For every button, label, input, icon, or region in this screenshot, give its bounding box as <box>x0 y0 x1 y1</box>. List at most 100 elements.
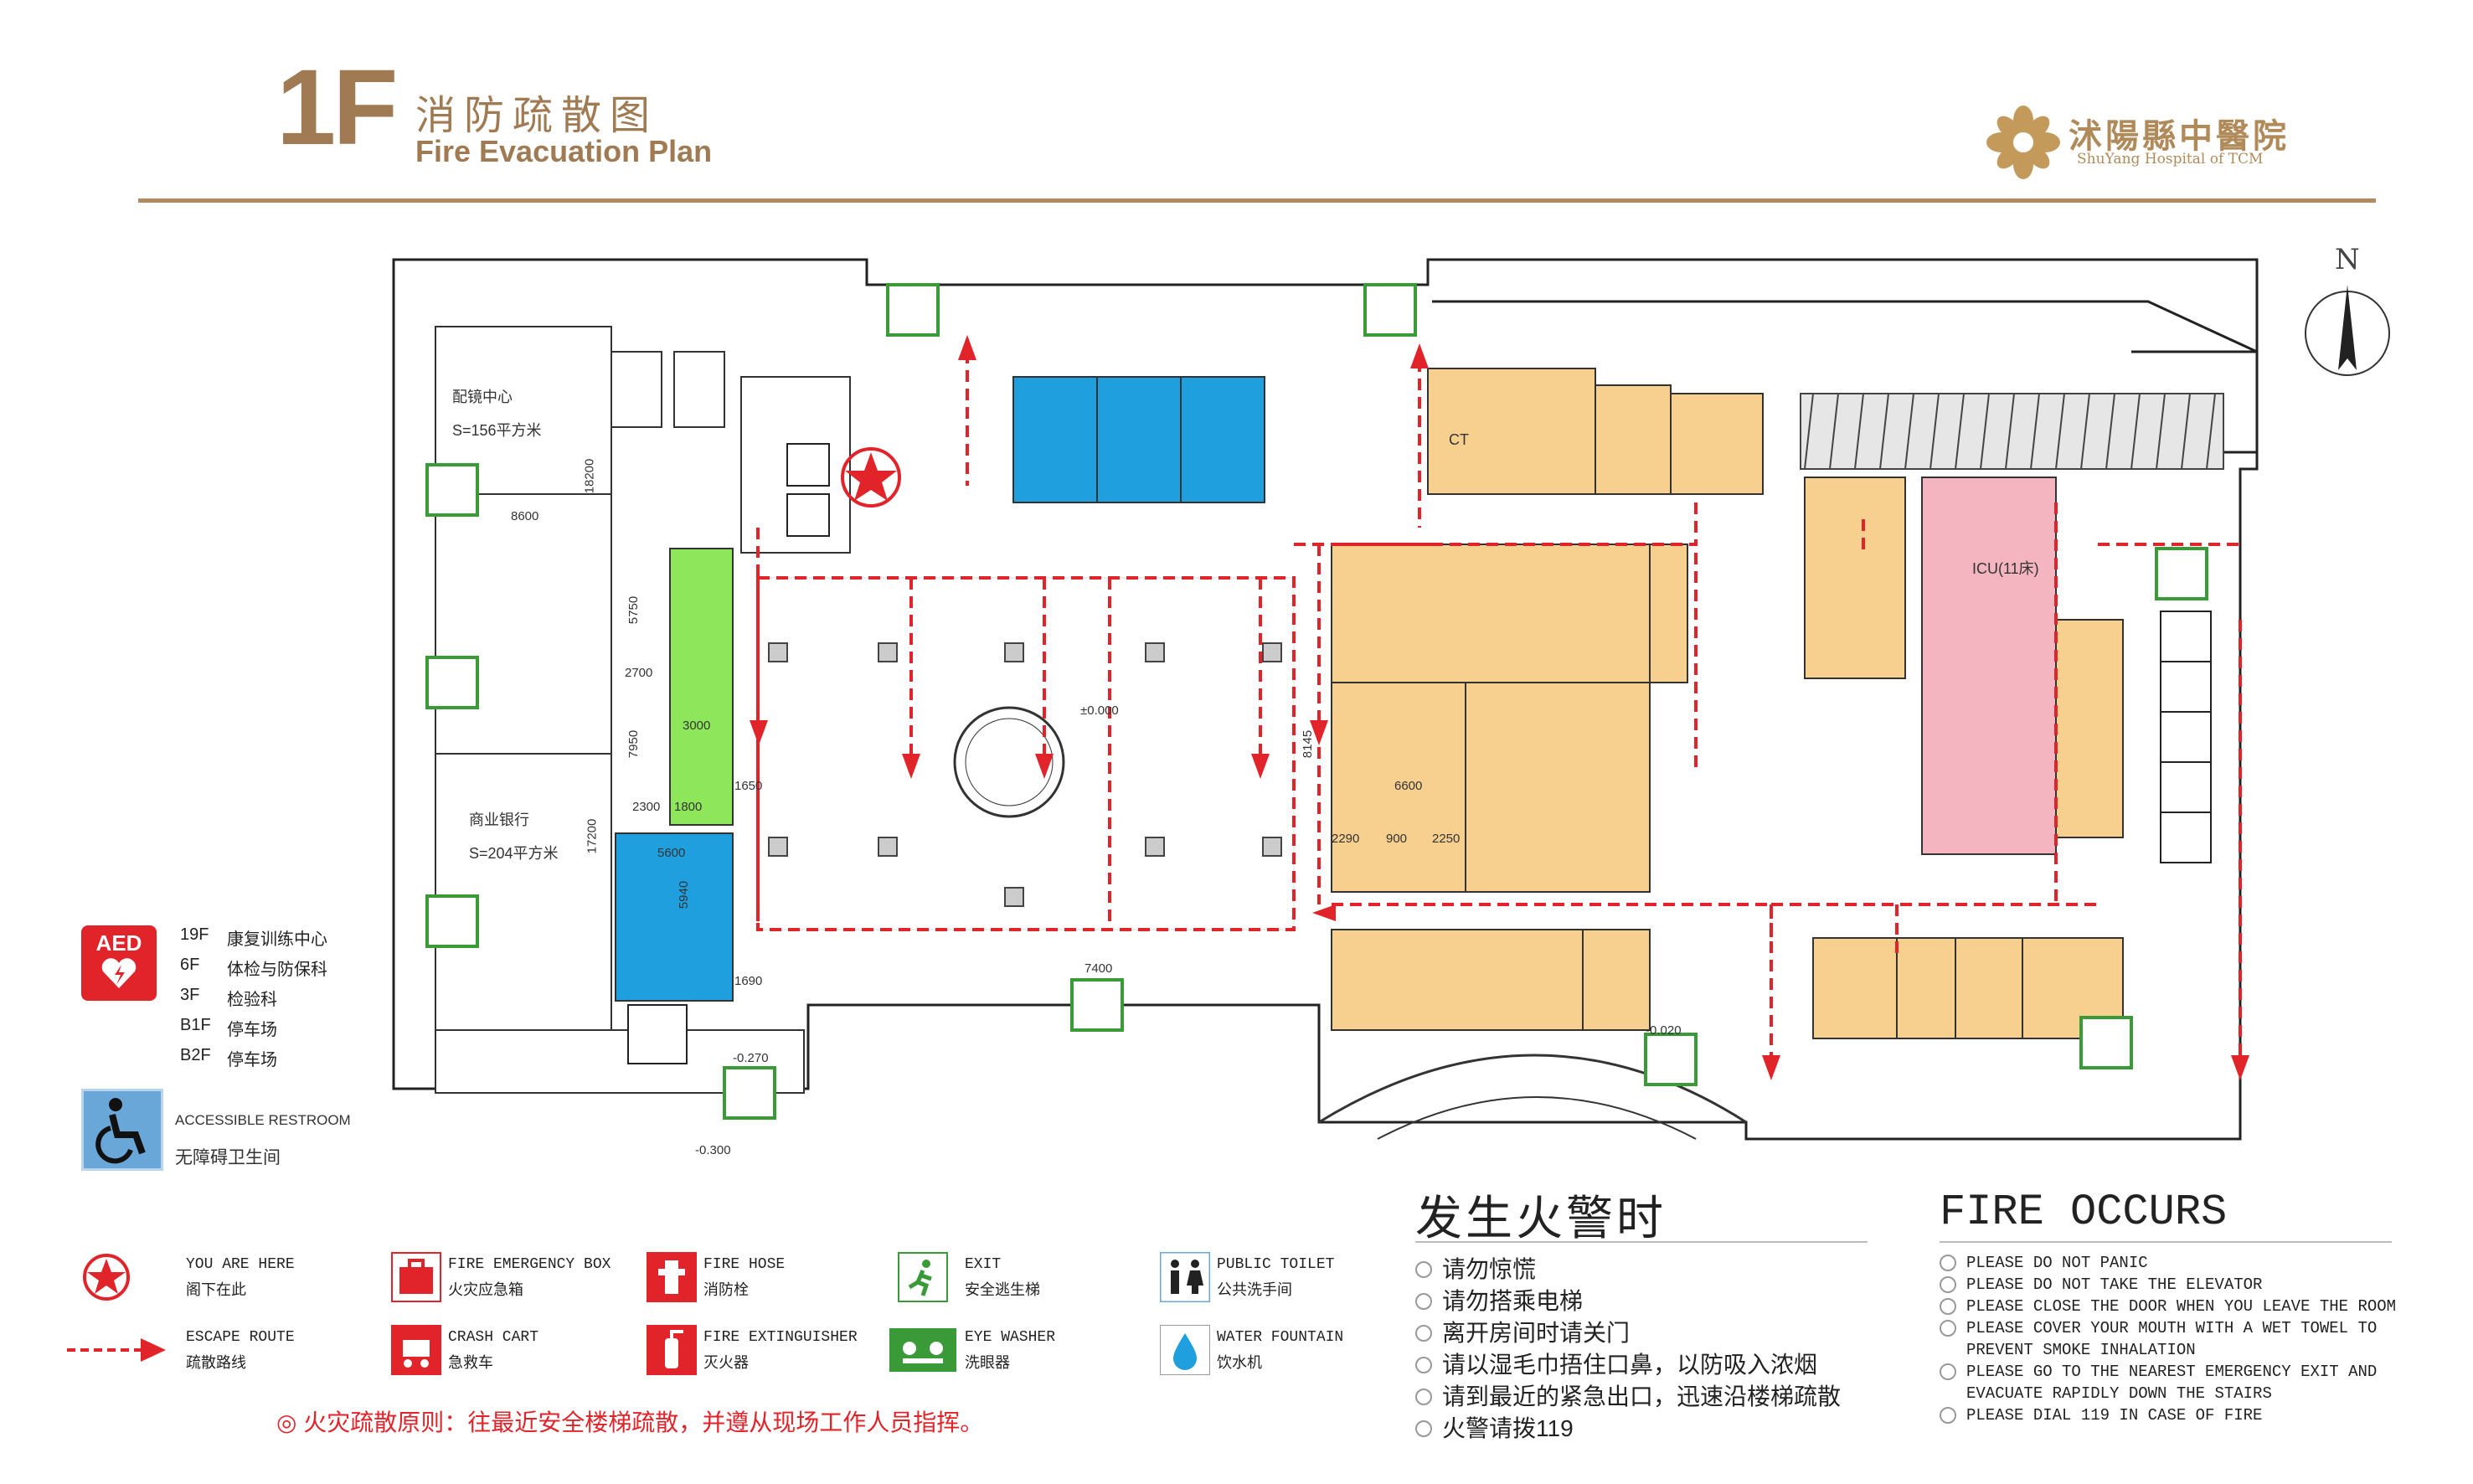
floor-number: 1F <box>276 48 398 167</box>
fire-en-item: PLEASE DO NOT TAKE THE ELEVATOR <box>1940 1274 2400 1296</box>
exit-signs <box>425 283 2208 1120</box>
extinguisher-icon <box>647 1325 697 1375</box>
map-label-bank: 商业银行 <box>469 812 529 828</box>
map-dim-17200: 17200 <box>585 818 600 854</box>
map-level-020: -0.020 <box>1646 1023 1682 1038</box>
legend-label-en: ESCAPE ROUTE <box>186 1329 295 1346</box>
map-dim-2290: 2290 <box>1332 832 1360 846</box>
legend-label-cn: 急救车 <box>448 1354 493 1371</box>
escape-route-icon <box>67 1338 166 1362</box>
north-arrow-icon <box>2305 285 2390 376</box>
you-are-here-marker <box>841 447 901 508</box>
fire-en-rule <box>1940 1241 2392 1243</box>
central-hall <box>757 577 1295 930</box>
route-arrowheads <box>750 335 2249 1080</box>
fire-cn-item: 离开房间时请关门 <box>1415 1316 1841 1347</box>
entrance-arc-inner <box>1377 1096 1697 1140</box>
toilet-icon <box>1160 1252 1210 1302</box>
map-level-270: -0.270 <box>733 1051 769 1065</box>
title-cn: 消防疏散图 <box>415 94 659 138</box>
legend-label-en: EXIT <box>965 1256 1002 1273</box>
map-dim-5600: 5600 <box>657 846 686 860</box>
map-dim-8600: 8600 <box>511 509 539 523</box>
aed-badge: AED <box>95 930 142 956</box>
wheelchair-icon <box>81 1089 163 1171</box>
legend-label-cn: 饮水机 <box>1217 1354 1262 1371</box>
legend-label-en: FIRE HOSE <box>703 1256 786 1273</box>
map-dim-7400: 7400 <box>1085 961 1113 976</box>
map-level-0: ±0.000 <box>1080 703 1119 718</box>
map-dim-1690: 1690 <box>734 974 763 988</box>
legend-label-en: YOU ARE HERE <box>186 1256 295 1273</box>
legend-label-cn: 火灾应急箱 <box>448 1281 523 1298</box>
map-label-icu: ICU(11床) <box>1972 560 2039 577</box>
accessible-label-cn: 无障碍卫生间 <box>175 1148 281 1167</box>
legend-label-en: FIRE EXTINGUISHER <box>703 1329 858 1346</box>
fire-en-item: PLEASE COVER YOUR MOUTH WITH A WET TOWEL… <box>1940 1317 2400 1361</box>
fire-cn-item: 请到最近的紧急出口，迅速沿楼梯疏散 <box>1415 1379 1841 1411</box>
orange-rooms <box>1331 368 2124 1039</box>
fire-en-list: PLEASE DO NOT PANIC PLEASE DO NOT TAKE T… <box>1940 1252 2400 1426</box>
legend-label-en: EYE WASHER <box>965 1329 1056 1346</box>
map-dim-1800: 1800 <box>674 800 703 814</box>
legend-label-en: FIRE EMERGENCY BOX <box>448 1256 611 1273</box>
elevators <box>627 443 2212 1064</box>
map-dim-2300: 2300 <box>632 800 661 814</box>
logo-cn: 沭陽縣中醫院 <box>2069 116 2290 156</box>
fire-cn-item: 请勿惊慌 <box>1415 1252 1841 1284</box>
legend-label-en: CRASH CART <box>448 1329 539 1346</box>
fire-cn-item: 请以湿毛巾捂住口鼻，以防吸入浓烟 <box>1415 1347 1841 1379</box>
map-label-bank-area: S=204平方米 <box>469 845 559 862</box>
map-label-distribution: 配镜中心 <box>452 389 513 405</box>
legend-label-cn: 洗眼器 <box>965 1354 1010 1371</box>
floor-plan-map <box>392 258 2259 1141</box>
map-dim-2250: 2250 <box>1432 832 1461 846</box>
legend-label-en: WATER FOUNTAIN <box>1217 1329 1344 1346</box>
map-dim-3000: 3000 <box>683 719 711 733</box>
stair-hatch <box>1800 393 2224 470</box>
fire-hose-icon <box>647 1252 697 1302</box>
green-room <box>669 548 734 826</box>
legend-label-cn: 疏散路线 <box>186 1354 246 1371</box>
hospital-logo-icon <box>1986 106 2060 179</box>
map-dim-6600: 6600 <box>1394 779 1423 793</box>
water-fountain-icon <box>1160 1325 1210 1375</box>
map-dim-18200: 18200 <box>582 458 597 494</box>
legend-label-cn: 阁下在此 <box>186 1281 246 1298</box>
map-label-ct: CT <box>1449 431 1469 448</box>
compass: N <box>2301 243 2393 385</box>
map-dim-8145: 8145 <box>1301 729 1316 759</box>
evacuation-principle: ◎ 火灾疏散原则：往最近安全楼梯疏散，并遵从现场工作人员指挥。 <box>276 1409 984 1435</box>
heart-icon <box>101 958 137 988</box>
fire-en-title: FIRE OCCURS <box>1940 1188 2228 1237</box>
map-dim-2700: 2700 <box>625 666 653 680</box>
map-level-300: -0.300 <box>695 1143 731 1157</box>
map-dim-1650: 1650 <box>734 779 763 793</box>
fire-cn-item: 请勿搭乘电梯 <box>1415 1284 1841 1316</box>
legend-label-cn: 安全逃生梯 <box>965 1281 1040 1298</box>
aed-icon: AED <box>81 925 157 1001</box>
fire-en-item: PLEASE DIAL 119 IN CASE OF FIRE <box>1940 1404 2400 1426</box>
entrance-arc <box>1318 1054 1747 1124</box>
fire-en-item: PLEASE CLOSE THE DOOR WHEN YOU LEAVE THE… <box>1940 1296 2400 1317</box>
map-dim-900: 900 <box>1386 832 1408 846</box>
title-en: Fire Evacuation Plan <box>415 134 713 168</box>
fire-cn-list: 请勿惊慌 请勿搭乘电梯 离开房间时请关门 请以湿毛巾捂住口鼻，以防吸入浓烟 请到… <box>1415 1252 1841 1443</box>
exit-icon <box>898 1252 948 1302</box>
map-dim-5750: 5750 <box>626 595 641 625</box>
legend-label-en: PUBLIC TOILET <box>1217 1256 1335 1273</box>
header-divider <box>138 198 2376 203</box>
fire-cn-rule <box>1415 1241 1868 1243</box>
blue-room-left <box>615 832 734 1002</box>
map-dim-5940: 5940 <box>677 880 692 909</box>
accessible-label-en: ACCESSIBLE RESTROOM <box>175 1112 351 1128</box>
fire-cn-item: 火警请拨119 <box>1415 1411 1841 1443</box>
fire-box-icon <box>391 1252 441 1302</box>
eye-washer-icon <box>889 1328 956 1372</box>
legend-label-cn: 消防栓 <box>703 1281 749 1298</box>
